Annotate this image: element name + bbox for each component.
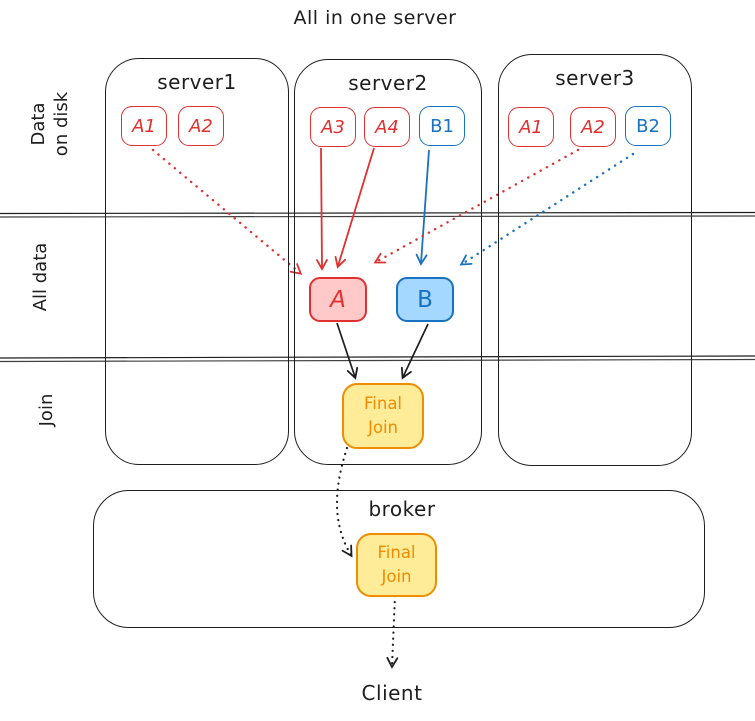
broker-box xyxy=(93,490,705,628)
server2-box: server2 xyxy=(294,59,482,465)
final-join-node: Final Join xyxy=(342,383,424,449)
chip-server3-b2: B2 xyxy=(625,106,671,146)
node-a: A xyxy=(309,277,367,322)
row-label-all-data: All data xyxy=(30,242,51,312)
chip-server3-a1: A1 xyxy=(508,107,554,147)
broker-final-join-line1: Final xyxy=(377,543,416,563)
row-label-join: Join xyxy=(36,393,57,427)
final-join-line2: Join xyxy=(367,418,398,437)
node-b: B xyxy=(396,277,454,322)
row-label-data-on-disk-line1: Data xyxy=(28,102,49,146)
chip-server2-b1: B1 xyxy=(419,106,465,146)
client-label: Client xyxy=(361,681,423,705)
broker-final-join-node: Final Join xyxy=(356,533,437,597)
server2-title: server2 xyxy=(348,71,428,95)
chip-server2-a4: A4 xyxy=(364,107,410,147)
server3-title: server3 xyxy=(555,66,635,90)
row-label-data-on-disk-line2: on disk xyxy=(51,91,73,157)
chip-server1-a2: A2 xyxy=(178,106,224,146)
broker-title: broker xyxy=(368,497,436,521)
row-label-data-on-disk: Data on disk xyxy=(27,91,73,157)
broker-final-join-line2: Join xyxy=(381,567,412,586)
chip-server1-a1: A1 xyxy=(121,106,167,146)
diagram-title: All in one server xyxy=(293,7,457,29)
server1-title: server1 xyxy=(157,70,237,94)
chip-server3-a2: A2 xyxy=(570,107,616,147)
final-join-line1: Final xyxy=(363,394,403,414)
server3-box: server3 xyxy=(498,54,692,466)
chip-server2-a3: A3 xyxy=(310,107,356,147)
server1-box: server1 xyxy=(105,58,289,465)
